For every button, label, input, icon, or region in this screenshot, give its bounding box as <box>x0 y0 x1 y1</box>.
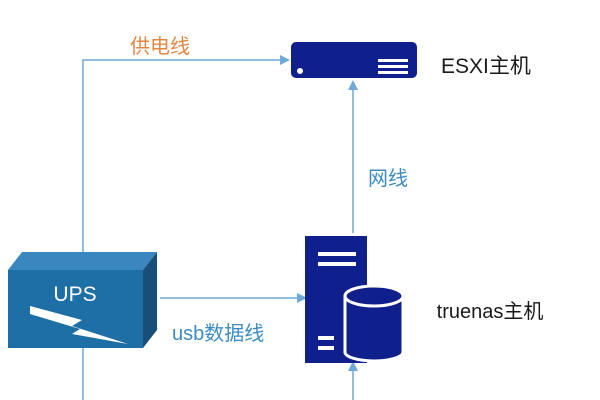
esxi-host-label: ESXI主机 <box>441 55 531 78</box>
network-line-label: 网线 <box>368 168 408 190</box>
truenas-host-label: truenas主机 <box>436 301 544 323</box>
power-line-label: 供电线 <box>130 36 190 58</box>
ups-label: UPS <box>53 283 96 306</box>
usb-line-label: usb数据线 <box>172 323 265 345</box>
ups-box <box>8 252 157 348</box>
esxi-server-icon <box>291 42 417 78</box>
power-line <box>82 55 290 400</box>
database-icon <box>343 284 405 363</box>
lightning-bolt-icon <box>30 306 128 344</box>
